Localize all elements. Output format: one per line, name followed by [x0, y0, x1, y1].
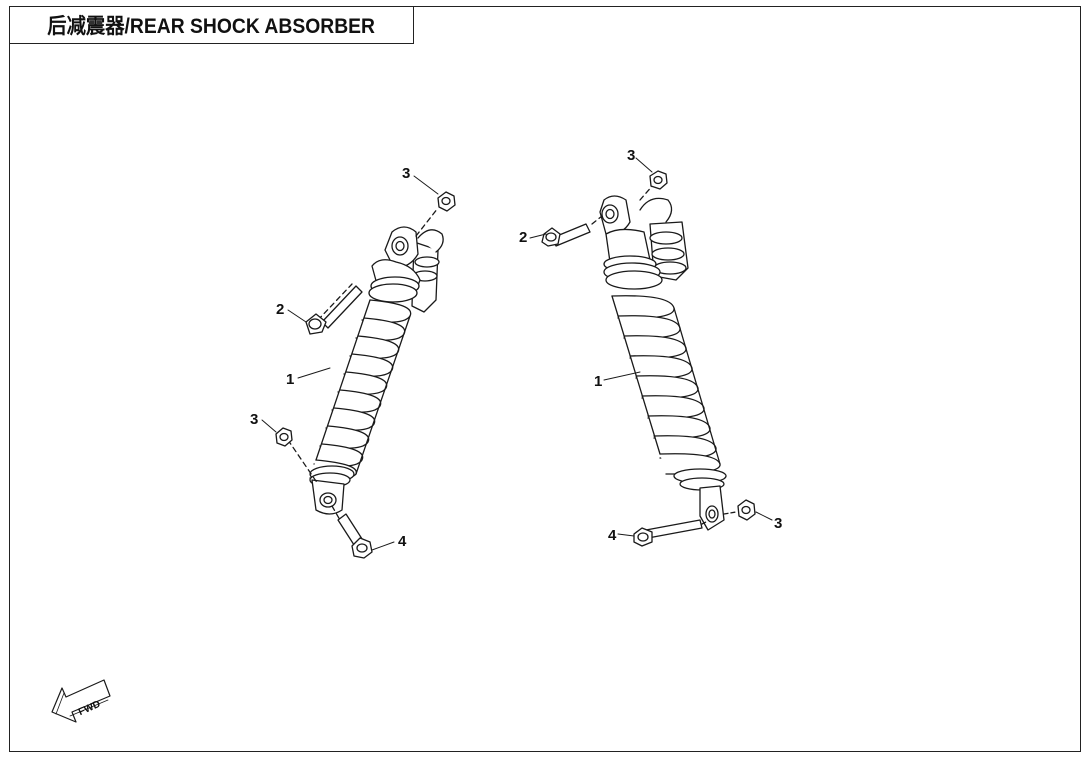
- right-lower-nut: [723, 499, 756, 521]
- left-lower-nut: [275, 427, 319, 485]
- right-lower-bolt: [633, 519, 707, 547]
- left-lower-bolt: [331, 505, 373, 559]
- right-coil-spring: [611, 295, 721, 475]
- callout-right-lower-nut: 3: [774, 515, 782, 532]
- left-shock-assembly: [261, 175, 456, 559]
- callout-right-shock: 1: [594, 373, 602, 390]
- left-shock-absorber: [309, 226, 444, 515]
- left-leader-lines: [261, 175, 439, 551]
- right-shock-assembly: [529, 157, 773, 547]
- left-upper-nut: [415, 191, 456, 237]
- callout-left-upper-nut: 3: [402, 165, 410, 182]
- title-box: 后减震器/REAR SHOCK ABSORBER: [9, 6, 414, 44]
- right-upper-nut: [639, 170, 668, 201]
- callout-right-upper-bolt: 2: [519, 229, 527, 246]
- right-shock-absorber: [599, 195, 727, 531]
- callout-left-lower-nut: 3: [250, 411, 258, 428]
- callout-left-shock: 1: [286, 371, 294, 388]
- callout-left-upper-bolt: 2: [276, 301, 284, 318]
- left-coil-spring: [309, 299, 412, 480]
- right-leader-lines: [529, 157, 773, 537]
- callout-right-upper-nut: 3: [627, 147, 635, 164]
- callout-right-lower-bolt: 4: [608, 527, 617, 544]
- drawing-frame: [9, 6, 1081, 752]
- fwd-arrow-icon: [51, 679, 111, 723]
- page-title: 后减震器/REAR SHOCK ABSORBER: [47, 15, 376, 38]
- right-upper-bolt: [541, 215, 603, 247]
- callout-left-lower-bolt: 4: [398, 533, 407, 550]
- left-upper-bolt: [305, 283, 363, 335]
